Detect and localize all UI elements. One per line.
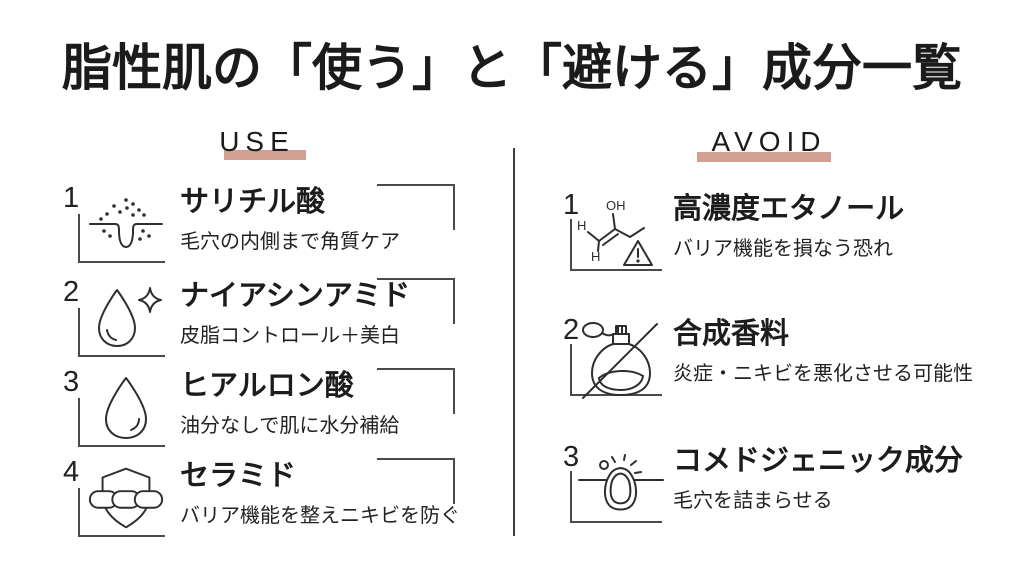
avoid-item-2: 2 合成香料 炎症・ニキビを悪化させる可能性 — [563, 316, 993, 406]
bracket-left — [570, 471, 662, 523]
item-number: 3 — [563, 441, 580, 473]
clogged-pore-icon — [575, 445, 667, 529]
ingredient-desc: バリア機能を損なう恐れ — [673, 238, 893, 261]
use-item-2: 2 ナイアシンアミド 皮脂コントロール＋美白 — [63, 278, 455, 362]
bracket-left — [570, 219, 662, 271]
use-item-3: 3 ヒアルロン酸 油分なしで肌に水分補給 — [63, 368, 455, 452]
bracket-left — [78, 308, 165, 357]
ingredient-name: ナイアシンアミド — [180, 280, 411, 312]
bracket-right — [377, 368, 455, 414]
avoid-item-3: 3 コメドジェニック成分 毛穴を詰まらせる — [563, 443, 993, 533]
ingredient-name: サリチル酸 — [180, 186, 326, 218]
ingredient-desc: 毛穴を詰まらせる — [673, 490, 833, 513]
bracket-left — [78, 398, 165, 447]
use-column-header: USE — [219, 126, 295, 157]
ingredient-name: セラミド — [180, 460, 297, 492]
bracket-left — [78, 488, 165, 537]
shield-chain-icon — [85, 462, 167, 534]
column-divider-line — [513, 148, 515, 536]
pore-exfoliate-icon — [85, 188, 167, 260]
ingredient-desc: バリア機能を整えニキビを防ぐ — [180, 505, 460, 528]
ingredient-name: 高濃度エタノール — [673, 193, 905, 225]
avoid-header-underline — [697, 152, 831, 162]
ingredient-name: 合成香料 — [673, 318, 790, 350]
item-number: 3 — [63, 366, 80, 398]
chem-label-h: H — [577, 218, 586, 233]
ingredient-desc: 毛穴の内側まで角質ケア — [180, 231, 400, 254]
bracket-left — [78, 214, 165, 263]
item-number: 2 — [563, 314, 580, 346]
item-number: 1 — [563, 189, 580, 221]
item-number: 1 — [63, 182, 80, 214]
ingredient-desc: 炎症・ニキビを悪化させる可能性 — [673, 363, 973, 386]
page-title: 脂性肌の「使う」と「避ける」成分一覧 — [62, 40, 962, 96]
chem-label-h: H — [591, 249, 600, 264]
no-perfume-icon — [575, 318, 667, 402]
use-item-4: 4 セラミド バリア機能を整えニキビを防ぐ — [63, 456, 460, 542]
avoid-column-header: AVOID — [711, 126, 827, 157]
water-droplet-icon — [85, 372, 167, 444]
bracket-right — [377, 184, 455, 230]
droplet-sparkle-icon — [85, 282, 167, 354]
ethanol-warning-icon: OH H H — [575, 193, 667, 277]
use-item-1: 1 サリチル酸 毛穴の内側まで角質ケア — [63, 184, 455, 268]
item-number: 2 — [63, 276, 80, 308]
ingredient-name: ヒアルロン酸 — [180, 370, 354, 402]
bracket-right — [377, 278, 455, 324]
avoid-item-1: 1 OH H H 高濃度エタノール バリア機能を損なう恐れ — [563, 191, 993, 281]
chem-label-oh: OH — [606, 198, 626, 213]
ingredient-name: コメドジェニック成分 — [673, 445, 964, 477]
bracket-right — [377, 458, 455, 504]
ingredient-desc: 皮脂コントロール＋美白 — [180, 325, 400, 348]
ingredient-desc: 油分なしで肌に水分補給 — [180, 415, 400, 438]
item-number: 4 — [63, 456, 80, 488]
use-header-underline — [224, 150, 306, 160]
